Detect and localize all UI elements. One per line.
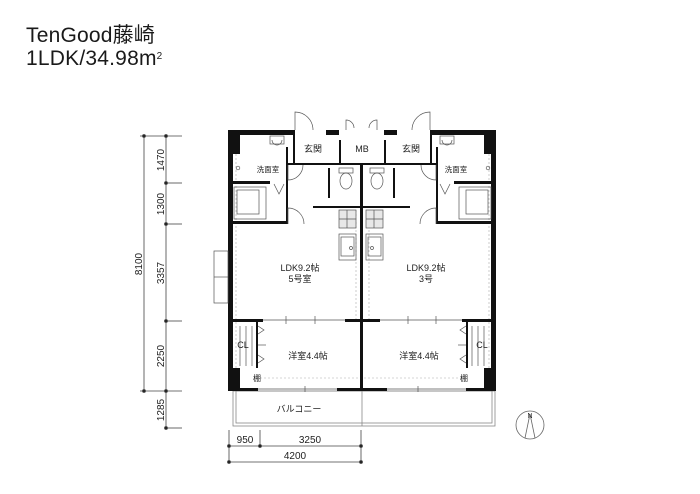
kitchen-left (338, 209, 357, 261)
kitchen-right (365, 209, 384, 261)
balcony (232, 390, 496, 427)
walls (228, 130, 496, 391)
toilet-left (338, 167, 354, 190)
dim-h-950: 950 (237, 435, 254, 446)
label-ldk-right-unit: 3号 (419, 274, 433, 284)
label-entrance-right: 玄関 (402, 143, 420, 154)
dim-h-3250: 3250 (299, 435, 322, 446)
dim-v-3357: 3357 (156, 261, 167, 284)
dim-h-4200: 4200 (284, 451, 307, 462)
vertical-dimensions (140, 134, 182, 430)
label-shelf-right: 棚 (460, 373, 468, 383)
label-bedroom-left: 洋室4.4帖 (288, 350, 328, 361)
label-ldk-right: LDK9.2帖 (406, 262, 445, 273)
dim-v-2250: 2250 (156, 344, 167, 367)
dim-v-1285: 1285 (156, 398, 167, 421)
label-entrance-left: 玄関 (304, 143, 322, 154)
dim-v-1300: 1300 (156, 192, 167, 215)
property-name: TenGood藤崎 (26, 24, 156, 47)
compass-north-label: N (527, 413, 532, 420)
label-washroom-left: 洗面室 (257, 164, 280, 174)
north-compass-icon (515, 410, 545, 440)
label-ldk-left-unit: 5号室 (288, 273, 311, 284)
dim-vertical-total: 8100 (134, 252, 145, 275)
label-meter-box: MB (355, 144, 369, 154)
bathtub-left (233, 186, 267, 220)
label-bedroom-right: 洋室4.4帖 (399, 350, 439, 361)
toilet-right (369, 167, 385, 190)
label-balcony: バルコニー (277, 404, 322, 414)
label-shelf-left: 棚 (253, 373, 261, 383)
label-closet-left: CL (237, 340, 249, 350)
label-closet-right: CL (476, 340, 488, 350)
layout-and-area: 1LDK/34.98m2 (26, 47, 163, 70)
horizontal-dimensions (227, 430, 363, 464)
plan-title: TenGood藤崎 1LDK/34.98m2 (26, 24, 162, 70)
dim-v-1470: 1470 (156, 148, 167, 171)
label-ldk-left: LDK9.2帖 (280, 262, 319, 273)
bathtub-right (458, 186, 492, 220)
label-washroom-right: 洗面室 (445, 164, 468, 174)
